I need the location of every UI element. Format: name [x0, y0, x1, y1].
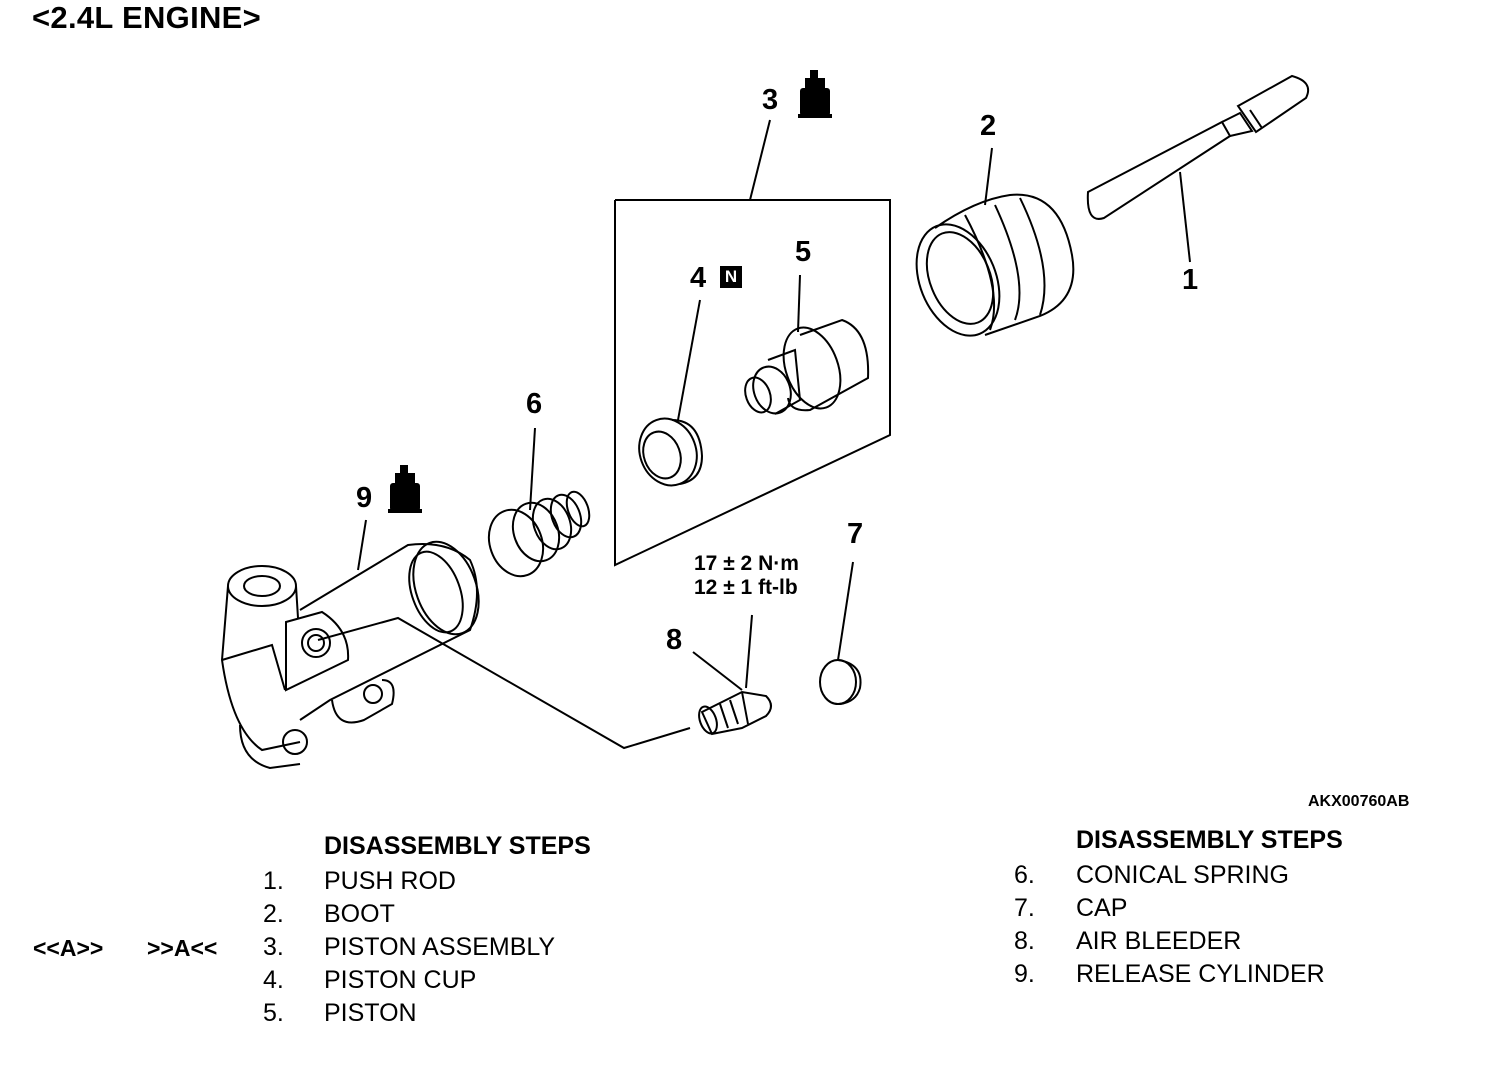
- callout-9: 9: [356, 482, 373, 514]
- torque-metric: 17 ± 2 N·m: [694, 552, 799, 575]
- engine-title: <2.4L ENGINE>: [32, 0, 262, 35]
- callout-1: 1: [1182, 264, 1199, 296]
- step-label: PISTON CUP: [324, 966, 477, 994]
- air-bleeder-part: [698, 690, 772, 736]
- torque-spec: 17 ± 2 N·m 12 ± 1 ft-lb: [694, 552, 799, 600]
- grease-tube-icon: [798, 70, 832, 118]
- callout-7: 7: [847, 518, 864, 550]
- cap-part: [819, 659, 862, 705]
- grease-tube-icon: [388, 465, 422, 513]
- step-number: 6.: [1014, 861, 1035, 889]
- step-label: CAP: [1076, 894, 1128, 922]
- step-number: 7.: [1014, 894, 1035, 922]
- step-number: 1.: [263, 867, 284, 895]
- callout-2: 2: [980, 110, 997, 142]
- torque-imperial: 12 ± 1 ft-lb: [694, 576, 798, 599]
- step-label: PISTON: [324, 999, 417, 1027]
- callout-4: 4: [690, 262, 707, 294]
- conical-spring-part: [487, 490, 591, 578]
- step-number: 5.: [263, 999, 284, 1027]
- boot-part: [915, 193, 1075, 337]
- step-number: 8.: [1014, 927, 1035, 955]
- diagram-code: AKX00760AB: [1308, 793, 1410, 810]
- installation-ref-link[interactable]: >>A<<: [147, 935, 218, 961]
- step-label: BOOT: [324, 900, 395, 928]
- step-label: CONICAL SPRING: [1076, 861, 1290, 889]
- piston-cup-part: [638, 417, 704, 487]
- step-label: AIR BLEEDER: [1076, 927, 1242, 955]
- steps-left-heading: DISASSEMBLY STEPS: [324, 832, 591, 860]
- callout-6: 6: [526, 388, 543, 420]
- new-part-badge-icon: N: [720, 266, 742, 288]
- step-number: 4.: [263, 966, 284, 994]
- push-rod-part: [1086, 74, 1310, 220]
- removal-ref-link[interactable]: <<A>>: [33, 935, 104, 961]
- step-number: 9.: [1014, 960, 1035, 988]
- step-label: RELEASE CYLINDER: [1076, 960, 1325, 988]
- callout-5: 5: [795, 236, 812, 268]
- piston-assembly-bracket: [614, 199, 891, 567]
- steps-right-heading: DISASSEMBLY STEPS: [1076, 826, 1343, 854]
- step-number: 2.: [263, 900, 284, 928]
- step-label: PISTON ASSEMBLY: [324, 933, 556, 961]
- step-label: PUSH ROD: [324, 867, 456, 895]
- release-cylinder-part: [220, 540, 480, 770]
- step-number: 3.: [263, 933, 284, 961]
- piston-part: [744, 318, 870, 415]
- callout-8: 8: [666, 624, 683, 656]
- callout-3: 3: [762, 84, 779, 116]
